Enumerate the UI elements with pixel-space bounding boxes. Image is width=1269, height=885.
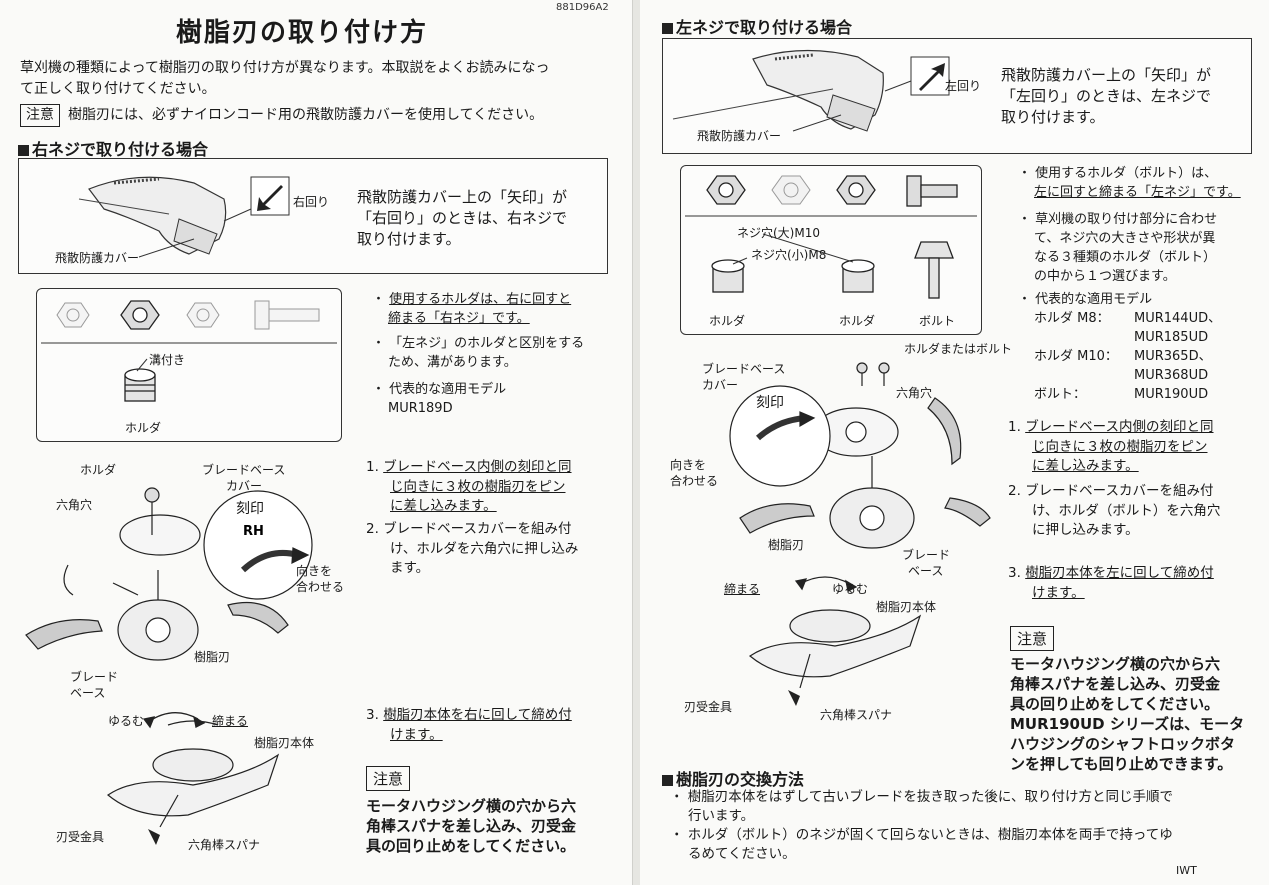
notice: 注意樹脂刃には、必ずナイロンコード用の飛散防護カバーを使用してください。	[20, 104, 543, 127]
diag-base-cover-1: ブレードベース	[202, 463, 286, 477]
notice-label: 注意	[20, 104, 60, 127]
diag-holder-or-bolt: ホルダまたはボルト	[904, 342, 1013, 356]
step-left-2: 2. ブレードベースカバーを組み付 け、ホルダ（ボルト）を六角穴 に押し込みます…	[1008, 483, 1221, 538]
diag-loosen-left: ゆるむ	[832, 582, 869, 596]
section-head-left-thread: 左ネジで取り付ける場合	[662, 14, 852, 38]
diag-align-left-1: 向きを	[670, 458, 707, 472]
diag-base-cover-left-1: ブレードベース	[702, 362, 786, 376]
guard-illustration-left	[672, 49, 950, 132]
holder-parts-illustration	[41, 300, 337, 402]
page-fold	[632, 0, 641, 885]
bullet-left-1: ・ 使用するホルダ（ボルト）は、 左に回すと締まる「左ネジ」です。	[1018, 166, 1241, 200]
bullet-1: ・ 使用するホルダは、右に回すと 締まる「右ネジ」です。	[372, 292, 572, 326]
box-text-2: 「右回り」のときは、右ネジで	[357, 209, 568, 227]
diag-align-1: 向きを	[296, 564, 333, 578]
assembly-diagram-left	[729, 362, 991, 706]
rotation-box-left: 左回り 飛散防護カバー 飛散防護カバー上の「矢印」が 「左回り」のときは、左ネジ…	[662, 38, 1252, 154]
intro-line-2: て正しく取り付けてください。	[20, 81, 216, 97]
diag-base-cover-left-2: カバー	[702, 378, 739, 392]
diag-align-2: 合わせる	[296, 580, 345, 594]
square-bullet-icon	[18, 145, 29, 156]
square-bullet-icon	[662, 23, 673, 34]
bullet-3: ・ 代表的な適用モデル MUR189D	[372, 382, 507, 416]
diag-base-cover-2: カバー	[226, 479, 263, 493]
rotation-box: 右回り 飛散防護カバー 飛散防護カバー上の「矢印」が 「右回り」のときは、右ネジ…	[18, 158, 608, 274]
bolt-label: ボルト	[919, 314, 956, 328]
holder-label-1: ホルダ	[709, 314, 746, 328]
caution-label-wrap: 注意	[366, 766, 411, 791]
diag-blade-base-1: ブレード	[70, 670, 119, 684]
holder-panel-left: ネジ穴(大)M10 ネジ穴(小)M8 ホルダ ホルダ ボルト	[680, 165, 982, 335]
left-page: 881D96A2 樹脂刃の取り付け方 草刈機の種類によって樹脂刃の取り付け方が異…	[0, 0, 632, 885]
diag-spanner: 六角棒スパナ	[188, 838, 261, 852]
bullet-left-3: ・ 代表的な適用モデル	[1018, 292, 1153, 307]
diag-blade-base-left-1: ブレード	[902, 548, 951, 562]
diag-spanner-left: 六角棒スパナ	[820, 708, 893, 722]
caution-text-left: モータハウジング横の穴から六 角棒スパナを差し込み、刃受金 具の回り止めをしてく…	[1010, 655, 1245, 773]
step-1: 1. ブレードベース内側の刻印と同 じ向きに３枚の樹脂刃をピン に差し込みます。	[366, 459, 572, 514]
diag-body-left: 樹脂刃本体	[876, 600, 937, 614]
small-hole-label: ネジ穴(小)M8	[751, 248, 827, 262]
right-page: 左ネジで取り付ける場合 左回り 飛散防護カバー 飛散防護カバー上の「矢印」が 「…	[640, 0, 1269, 885]
step-left-1: 1. ブレードベース内側の刻印と同 じ向きに３枚の樹脂刃をピン に差し込みます。	[1008, 419, 1214, 474]
groove-label: 溝付き	[149, 353, 186, 367]
box-text-left-1: 飛散防護カバー上の「矢印」が	[1001, 66, 1212, 84]
holder-parts-illustration-left	[685, 175, 977, 299]
caution-label: 注意	[366, 766, 411, 791]
document-id: 881D96A2	[556, 2, 609, 13]
box-text-left-3: 取り付けます。	[1001, 108, 1105, 126]
bullet-2: ・ 「左ネジ」のホルダと区別をする ため、溝があります。	[372, 336, 585, 370]
arrow-label-left: 左回り	[945, 79, 982, 93]
diag-tighten-left: 締まる	[724, 582, 761, 596]
cover-label: 飛散防護カバー	[55, 251, 140, 265]
holder-label-2: ホルダ	[839, 314, 876, 328]
diag-receiver-left: 刃受金具	[684, 700, 733, 714]
caution-label-left: 注意	[1010, 626, 1055, 651]
caution-text: モータハウジング横の穴から六 角棒スパナを差し込み、刃受金 具の回り止めをしてく…	[366, 797, 577, 855]
step-2: 2. ブレードベースカバーを組み付 け、ホルダを六角穴に押し込み ます。	[366, 521, 579, 576]
square-bullet-icon	[662, 775, 673, 786]
diag-align-left-2: 合わせる	[670, 474, 719, 488]
step-left-3: 3. 樹脂刃本体を左に回して締め付 けます。	[1008, 565, 1214, 601]
cover-label-left: 飛散防護カバー	[697, 129, 782, 143]
diag-holder: ホルダ	[80, 463, 117, 477]
holder-panel: 溝付き ホルダ	[36, 288, 342, 442]
notice-text: 樹脂刃には、必ずナイロンコード用の飛散防護カバーを使用してください。	[68, 107, 544, 123]
box-text-3: 取り付けます。	[357, 230, 461, 248]
box-text-left-2: 「左回り」のときは、左ネジで	[1001, 87, 1212, 105]
step-3: 3. 樹脂刃本体を右に回して締め付 けます。	[366, 707, 572, 743]
holder-label: ホルダ	[125, 421, 162, 435]
diag-hex-hole: 六角穴	[56, 498, 93, 512]
rh-text: RH	[243, 524, 264, 539]
caution-label-left-wrap: 注意	[1010, 626, 1055, 651]
assembly-diagram: RH	[25, 487, 313, 845]
diag-hex-hole-left: 六角穴	[896, 386, 933, 400]
diag-stamp: 刻印	[236, 501, 264, 517]
diag-resin-blade-left: 樹脂刃	[768, 538, 805, 552]
diag-resin-blade: 樹脂刃	[194, 650, 231, 664]
diag-body: 樹脂刃本体	[254, 736, 315, 750]
page-title: 樹脂刃の取り付け方	[176, 18, 429, 48]
clockwise-arrow-icon	[257, 185, 283, 211]
replace-item-1: ・ 樹脂刃本体をはずして古いブレードを抜き取った後に、取り付け方と同じ手順で 行…	[670, 789, 1173, 824]
diag-loosen: ゆるむ	[108, 714, 145, 728]
footer-code: IWT	[1176, 864, 1197, 877]
section-head-right-thread: 右ネジで取り付ける場合	[18, 136, 208, 160]
arrow-label: 右回り	[293, 195, 330, 209]
diag-blade-base-2: ベース	[70, 686, 106, 700]
big-hole-label: ネジ穴(大)M10	[737, 226, 820, 240]
model-table: ホルダ M8：MUR144UD、 MUR185UD ホルダ M10：MUR365…	[1034, 311, 1222, 402]
counterclockwise-arrow-icon	[919, 63, 945, 91]
diag-stamp-left: 刻印	[756, 395, 784, 411]
diag-tighten: 締まる	[212, 714, 249, 728]
replace-item-2: ・ ホルダ（ボルト）のネジが固くて回らないときは、樹脂刃本体を両手で持ってゆ る…	[670, 827, 1173, 862]
diag-blade-base-left-2: ベース	[908, 564, 944, 578]
replace-head: 樹脂刃の交換方法	[662, 766, 804, 790]
box-text-1: 飛散防護カバー上の「矢印」が	[357, 188, 568, 206]
bullet-left-2: ・ 草刈機の取り付け部分に合わせ て、ネジ穴の大きさや形状が異 なる３種類のホル…	[1018, 212, 1218, 284]
intro-line-1: 草刈機の種類によって樹脂刃の取り付け方が異なります。本取説をよくお読みになっ	[20, 60, 550, 76]
diag-receiver: 刃受金具	[56, 830, 105, 844]
guard-illustration	[78, 176, 290, 258]
